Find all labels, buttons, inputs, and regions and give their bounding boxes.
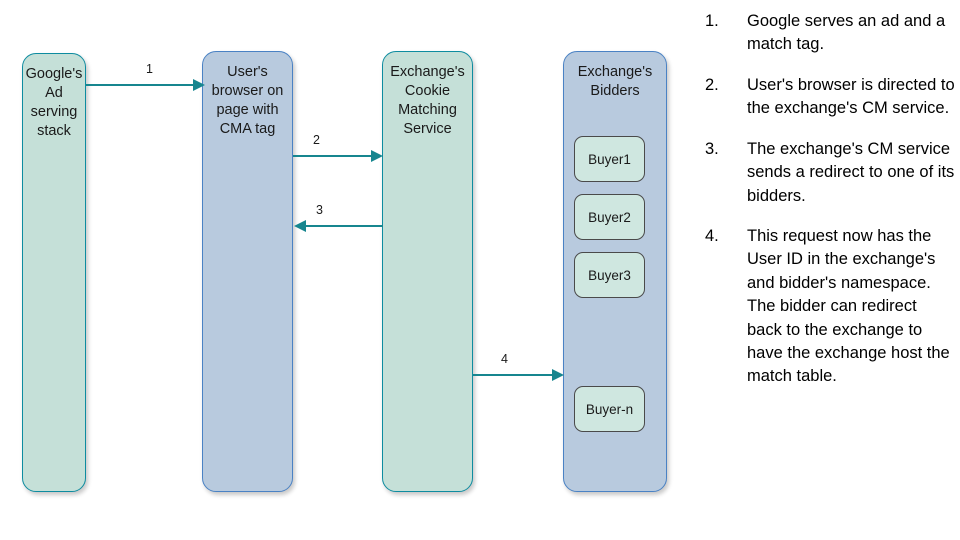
legend-item-number: 1. [705,12,719,30]
buyer-label: Buyer-n [585,401,634,417]
buyer-box-2[interactable]: Buyer2 [574,194,645,240]
buyer-box-3[interactable]: Buyer3 [574,252,645,298]
legend-item-number: 4. [705,226,719,245]
node-user-browser[interactable]: User's browser on page with CMA tag [202,51,293,492]
buyer-label: Buyer1 [588,151,631,167]
arrow-2-head-icon [371,150,383,162]
arrow-1-line [86,84,194,86]
legend-item-2: 2. User's browser is directed to the exc… [705,74,955,121]
node-google-ad-serving-stack[interactable]: Google's Ad serving stack [22,53,86,492]
legend-item-4: 4. This request now has the User ID in t… [705,225,955,389]
legend-item-3: 3. The exchange's CM service sends a red… [705,138,955,208]
arrow-1-head-icon [193,79,205,91]
legend-item-text: Google serves an ad and a match tag. [747,12,946,54]
legend-item-text: This request now has the User ID in the … [747,226,950,386]
arrow-4-line [473,374,553,376]
node-label: Exchange's Bidders [577,64,653,99]
legend-item-number: 2. [705,75,719,94]
arrow-1-number: 1 [146,62,153,76]
legend-item-text: User's browser is directed to the exchan… [747,75,955,118]
arrow-3-line [305,225,383,227]
legend-list: 1. Google serves an ad and a match tag. … [705,10,955,406]
legend-item-text: The exchange's CM service sends a redire… [747,139,955,205]
buyer-box-n[interactable]: Buyer-n [574,386,645,432]
arrow-2-number: 2 [313,133,320,147]
legend-item-number: 3. [705,139,719,158]
buyer-label: Buyer3 [588,267,631,283]
node-label: Google's Ad serving stack [25,66,83,139]
arrow-4-head-icon [552,369,564,381]
node-exchange-cookie-matching-service[interactable]: Exchange's Cookie Matching Service [382,51,473,492]
arrow-3-number: 3 [316,203,323,217]
arrow-3-head-icon [294,220,306,232]
buyer-box-1[interactable]: Buyer1 [574,136,645,182]
arrow-2-line [293,155,372,157]
node-label: Exchange's Cookie Matching Service [390,64,465,137]
legend-item-1: 1. Google serves an ad and a match tag. [705,10,955,57]
node-label: User's browser on page with CMA tag [211,64,284,137]
buyer-label: Buyer2 [588,209,631,225]
arrow-4-number: 4 [501,352,508,366]
